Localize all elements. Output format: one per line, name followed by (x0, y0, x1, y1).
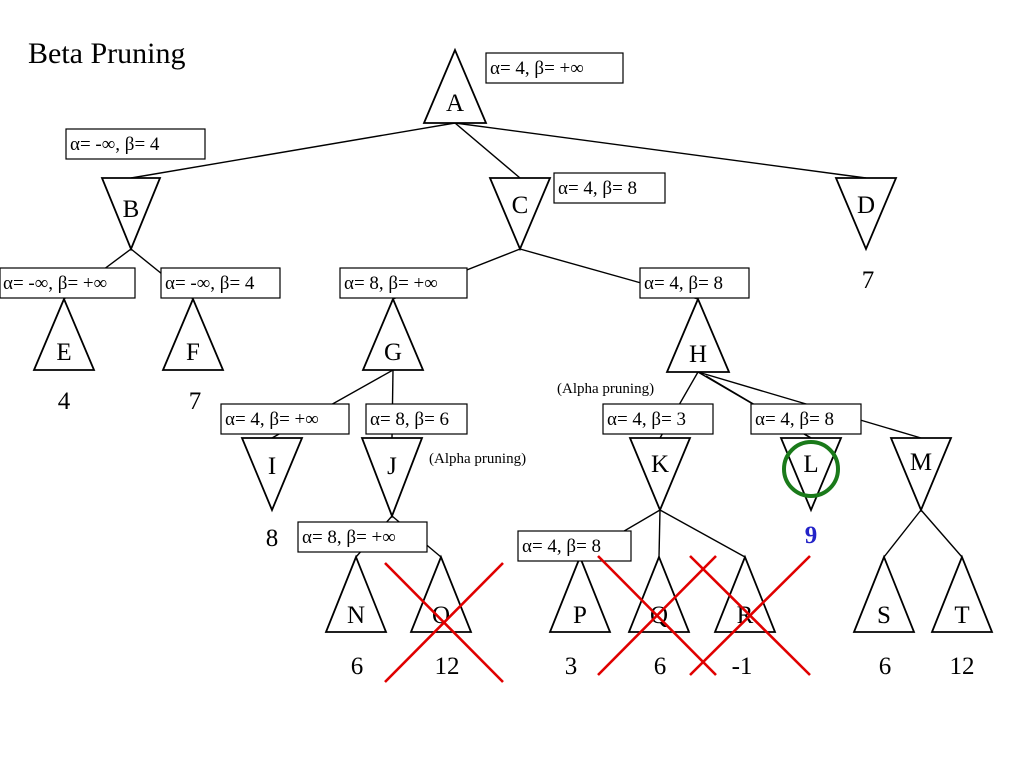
prune-cross-r (689, 555, 811, 676)
bound-text-j: α= 8, β= 6 (370, 409, 449, 430)
node-s (852, 554, 916, 633)
node-p (548, 554, 612, 633)
node-a (422, 47, 488, 124)
note-alpha-pruning-j: (Alpha pruning) (429, 451, 526, 467)
leaf-value-l: 9 (805, 522, 818, 549)
node-label-e: E (56, 339, 71, 366)
node-label-j: J (387, 453, 397, 480)
leaf-value-i: 8 (266, 525, 279, 552)
edge-m-t (920, 509, 963, 558)
edge-k-r (659, 509, 746, 558)
bound-text-n: α= 8, β= +∞ (302, 527, 396, 548)
node-o (409, 554, 473, 633)
edge-a-d (454, 122, 867, 179)
bound-text-l: α= 4, β= 8 (755, 409, 834, 430)
leaf-value-n: 6 (351, 653, 364, 680)
node-d (834, 177, 898, 252)
bound-box-p (517, 530, 632, 562)
node-k (628, 437, 692, 513)
edge-a-c (454, 122, 521, 179)
tree-nodes (32, 47, 994, 633)
bound-box-l (750, 403, 862, 435)
bound-box-a (485, 52, 624, 84)
node-f (161, 296, 225, 371)
bound-box-n (297, 521, 428, 553)
node-i (240, 437, 304, 513)
node-b (100, 177, 162, 252)
bound-text-b: α= -∞, β= 4 (70, 134, 160, 155)
pruned-marks (384, 555, 811, 683)
page-title: Beta Pruning (28, 37, 186, 70)
leaf-value-e: 4 (58, 388, 71, 415)
node-e (32, 296, 96, 371)
bound-box-j (365, 403, 468, 435)
highlight-circle-l (782, 440, 840, 498)
prune-cross-o (384, 562, 504, 683)
leaf-value-o: 12 (435, 653, 460, 680)
bound-text-k: α= 4, β= 3 (607, 409, 686, 430)
bound-box-f (160, 267, 281, 299)
bound-text-p: α= 4, β= 8 (522, 536, 601, 557)
node-g (361, 296, 425, 371)
edge-m-s (883, 509, 922, 558)
leaf-value-p: 3 (565, 653, 578, 680)
node-t (930, 554, 994, 633)
bound-box-h (639, 267, 750, 299)
bound-box-g (339, 267, 468, 299)
leaf-value-t: 12 (950, 653, 975, 680)
node-label-s: S (877, 602, 891, 629)
leaf-value-f: 7 (189, 388, 202, 415)
node-c (488, 177, 552, 252)
node-labels: A B C D E F G H I J K L M N O P Q R S T (56, 90, 969, 629)
node-label-g: G (384, 339, 402, 366)
bound-box-c (553, 172, 666, 204)
node-h (665, 296, 731, 373)
node-label-a: A (446, 90, 464, 117)
bound-box-k (602, 403, 714, 435)
bound-text-i: α= 4, β= +∞ (225, 409, 319, 430)
bound-text-h: α= 4, β= 8 (644, 273, 723, 294)
node-j (360, 437, 424, 519)
node-n (324, 554, 388, 633)
bound-text-e: α= -∞, β= +∞ (3, 273, 107, 294)
node-label-d: D (857, 192, 875, 219)
bound-box-b (65, 128, 206, 160)
node-label-p: P (573, 602, 587, 629)
prune-cross-q (597, 555, 717, 676)
bound-box-i (220, 403, 350, 435)
node-label-t: T (954, 602, 969, 629)
node-l (779, 437, 843, 513)
node-label-i: I (268, 453, 276, 480)
bound-text-a: α= 4, β= +∞ (490, 58, 584, 79)
node-label-l: L (803, 451, 818, 478)
leaf-value-q: 6 (654, 653, 667, 680)
edge-a-b (130, 122, 456, 179)
node-m (889, 437, 953, 513)
leaf-value-r: -1 (732, 653, 753, 680)
node-label-r: R (737, 602, 754, 629)
node-label-c: C (512, 192, 529, 219)
leaf-value-d: 7 (862, 267, 875, 294)
node-label-h: H (689, 341, 707, 368)
bound-boxes: α= 4, β= +∞ α= -∞, β= 4 α= 4, β= 8 α= -∞… (0, 52, 862, 562)
bound-text-g: α= 8, β= +∞ (344, 273, 438, 294)
node-label-f: F (186, 339, 200, 366)
node-q (627, 554, 691, 633)
leaf-value-s: 6 (879, 653, 892, 680)
edge-k-q (658, 509, 661, 558)
bound-box-e (0, 267, 136, 299)
node-label-m: M (910, 449, 932, 476)
note-alpha-pruning-h: (Alpha pruning) (557, 381, 654, 397)
bound-text-c: α= 4, β= 8 (558, 178, 637, 199)
node-label-b: B (123, 196, 140, 223)
node-label-n: N (347, 602, 365, 629)
bound-text-f: α= -∞, β= 4 (165, 273, 255, 294)
leaf-values: 7 4 7 8 9 6 12 3 6 -1 6 12 (58, 267, 975, 680)
node-label-k: K (651, 451, 669, 478)
